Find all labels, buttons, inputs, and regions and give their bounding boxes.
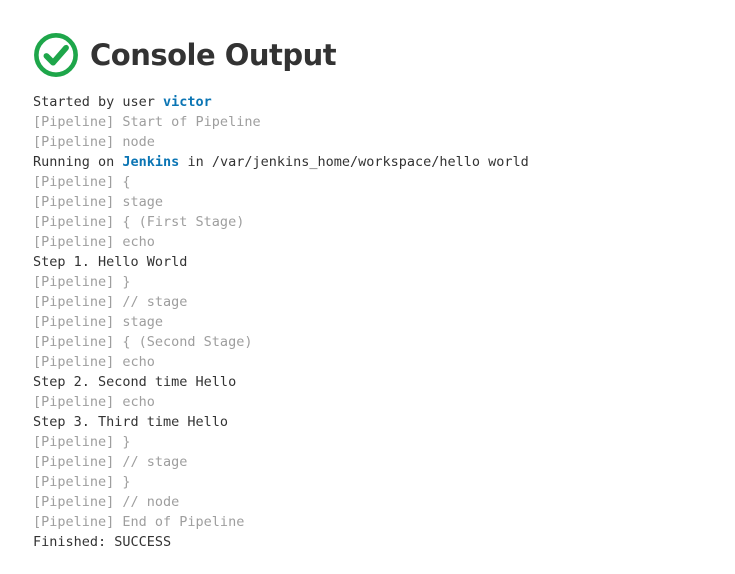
console-line: [Pipeline] Start of Pipeline	[33, 112, 735, 132]
success-check-icon	[33, 32, 79, 78]
console-text: [Pipeline] { (First Stage)	[33, 214, 245, 230]
console-line: [Pipeline] echo	[33, 232, 735, 252]
console-line: [Pipeline] }	[33, 432, 735, 452]
console-text: [Pipeline] echo	[33, 354, 155, 370]
console-text: Running on	[33, 154, 123, 170]
console-text: Started by user	[33, 94, 164, 110]
console-text: [Pipeline] echo	[33, 234, 155, 250]
console-text: in /var/jenkins_home/workspace/hello wor…	[179, 154, 529, 170]
console-text: [Pipeline] echo	[33, 394, 155, 410]
console-line: [Pipeline] // stage	[33, 292, 735, 312]
console-output-header: Console Output	[0, 0, 735, 78]
console-text: [Pipeline] // stage	[33, 294, 188, 310]
console-text: [Pipeline] // node	[33, 494, 180, 510]
console-line: [Pipeline] node	[33, 132, 735, 152]
node-link[interactable]: Jenkins	[122, 154, 180, 170]
console-text: [Pipeline] stage	[33, 314, 164, 330]
console-line: [Pipeline] { (Second Stage)	[33, 332, 735, 352]
console-line: Started by user victor	[33, 92, 735, 112]
console-text: [Pipeline] {	[33, 174, 131, 190]
console-line: [Pipeline] End of Pipeline	[33, 512, 735, 532]
console-line: Step 1. Hello World	[33, 252, 735, 272]
console-text: Finished: SUCCESS	[33, 534, 172, 550]
console-line: [Pipeline] echo	[33, 352, 735, 372]
console-line: [Pipeline] stage	[33, 312, 735, 332]
console-text: [Pipeline] // stage	[33, 454, 188, 470]
console-text: [Pipeline] }	[33, 434, 131, 450]
console-line: Step 3. Third time Hello	[33, 412, 735, 432]
console-output: Started by user victor [Pipeline] Start o…	[0, 78, 735, 552]
console-line: Running on Jenkins in /var/jenkins_home/…	[33, 152, 735, 172]
console-line: [Pipeline] }	[33, 472, 735, 492]
console-text: [Pipeline] End of Pipeline	[33, 514, 245, 530]
console-line: [Pipeline] // node	[33, 492, 735, 512]
console-text: Step 2. Second time Hello	[33, 374, 237, 390]
console-text: [Pipeline] }	[33, 274, 131, 290]
console-line: [Pipeline] // stage	[33, 452, 735, 472]
console-line: [Pipeline] stage	[33, 192, 735, 212]
console-line: Finished: SUCCESS	[33, 532, 735, 552]
console-line: [Pipeline] }	[33, 272, 735, 292]
user-link[interactable]: victor	[163, 94, 212, 110]
console-line: Step 2. Second time Hello	[33, 372, 735, 392]
console-text: [Pipeline] { (Second Stage)	[33, 334, 253, 350]
console-line: [Pipeline] {	[33, 172, 735, 192]
console-text: Step 1. Hello World	[33, 254, 188, 270]
page-title: Console Output	[90, 38, 337, 72]
console-line: [Pipeline] echo	[33, 392, 735, 412]
console-text: [Pipeline] node	[33, 134, 155, 150]
console-text: [Pipeline] }	[33, 474, 131, 490]
console-text: [Pipeline] stage	[33, 194, 164, 210]
console-text: [Pipeline] Start of Pipeline	[33, 114, 261, 130]
console-text: Step 3. Third time Hello	[33, 414, 229, 430]
console-line: [Pipeline] { (First Stage)	[33, 212, 735, 232]
